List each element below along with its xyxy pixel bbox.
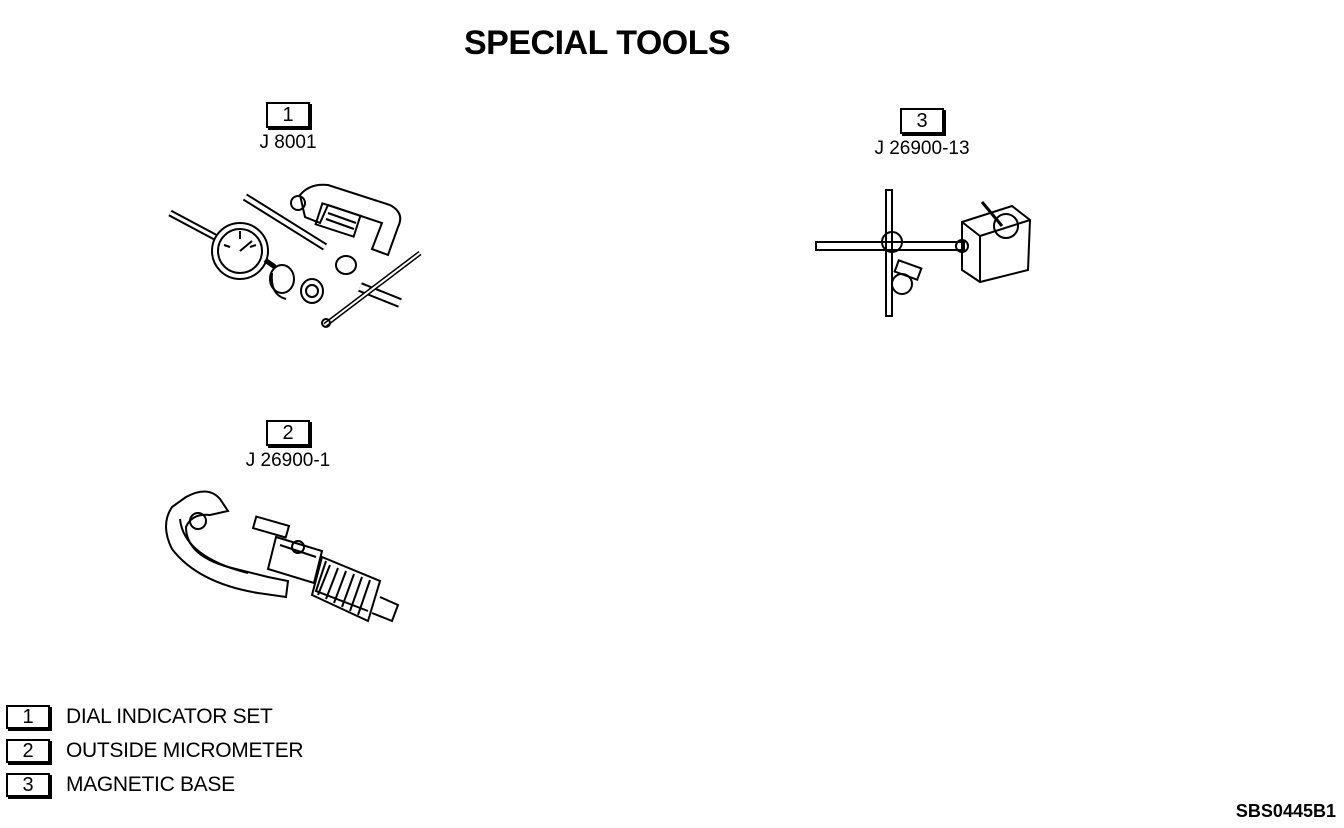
legend-item-3-number: 3 [6, 773, 50, 797]
tool-2-header: 2 J 26900-1 [238, 420, 338, 472]
outside-micrometer-illustration [158, 485, 408, 630]
legend-item-2-number: 2 [6, 739, 50, 763]
tool-3-number: 3 [900, 108, 944, 134]
tool-1-number: 1 [266, 102, 310, 128]
dial-indicator-set-illustration [160, 175, 430, 335]
tool-2-number: 2 [266, 420, 310, 446]
tool-3-part-number: J 26900-13 [874, 138, 970, 159]
legend-item-1-label: DIAL INDICATOR SET [66, 705, 273, 728]
tool-3-header: 3 J 26900-13 [864, 108, 980, 160]
legend-item-2: 2 OUTSIDE MICROMETER [6, 734, 304, 768]
legend-item-1: 1 DIAL INDICATOR SET [6, 700, 303, 734]
magnetic-base-illustration [812, 186, 1042, 321]
figure-reference: SBS0445B1 [1235, 801, 1336, 821]
legend-item-1-number: 1 [6, 705, 50, 729]
tool-1-header: 1 J 8001 [248, 102, 328, 154]
legend: 1 DIAL INDICATOR SET 2 OUTSIDE MICROMETE… [6, 700, 304, 802]
legend-item-3: 3 MAGNETIC BASE [6, 768, 303, 802]
tool-2-part-number: J 26900-1 [245, 450, 331, 471]
page-title: SPECIAL TOOLS [464, 24, 731, 62]
tool-1-part-number: J 8001 [259, 132, 317, 153]
legend-item-3-label: MAGNETIC BASE [66, 773, 235, 796]
legend-item-2-label: OUTSIDE MICROMETER [66, 739, 304, 762]
